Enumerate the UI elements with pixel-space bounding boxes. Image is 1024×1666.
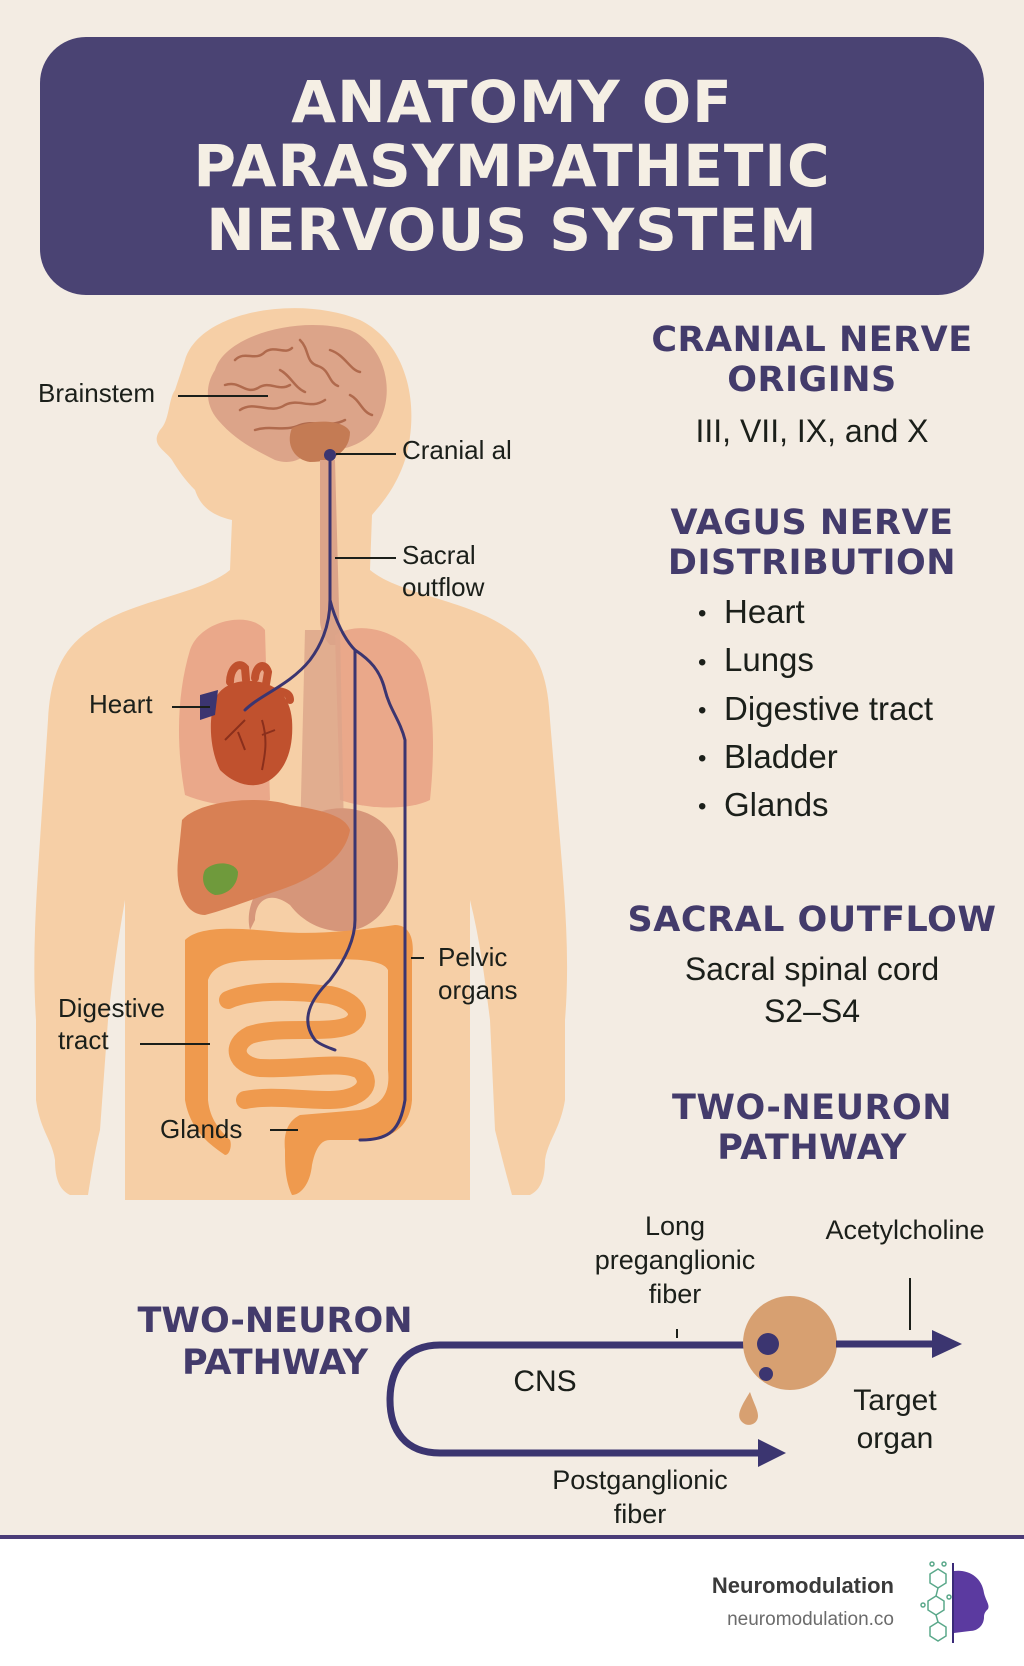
acetylcholine-label: Acetylcholine	[825, 1215, 985, 1245]
vagus-heading-line2: DISTRIBUTION	[667, 543, 957, 583]
brand-name: Neuromodulation	[711, 1573, 894, 1598]
bullet-icon: •	[698, 696, 707, 724]
preganglionic-line1: Long	[644, 1211, 706, 1241]
brand-url-link[interactable]: neuromodulation.co	[727, 1609, 894, 1630]
pathway-heading: TWO-NEURON PATHWAY	[137, 1301, 413, 1383]
bullet-icon: •	[698, 793, 707, 821]
label-sacral-line1: Sacral	[402, 540, 476, 570]
title-line-1: ANATOMY OF	[291, 68, 733, 136]
sacral-text-line1: Sacral spinal cord	[684, 951, 940, 987]
vagus-distribution-list: •Heart •Lungs •Digestive tract •Bladder …	[698, 589, 1024, 830]
list-item: •Glands	[698, 782, 1024, 830]
list-item: •Lungs	[698, 637, 1024, 685]
two-neuron-heading-line2: PATHWAY	[717, 1128, 907, 1168]
vagus-heading-line1: VAGUS NERVE	[670, 503, 954, 543]
label-cranial: Cranial al	[402, 435, 512, 465]
footer-divider	[0, 1535, 1024, 1539]
list-item: •Heart	[698, 589, 1024, 637]
vagus-nerve-section: VAGUS NERVE DISTRIBUTION •Heart •Lungs •…	[600, 503, 1024, 830]
title-banner: ANATOMY OF PARASYMPATHETIC NERVOUS SYSTE…	[40, 37, 984, 295]
cranial-text: III, VII, IX, and X	[695, 413, 929, 449]
two-neuron-diagram: CNS Long preganglionic fiber Acetylcholi…	[0, 1160, 1024, 1540]
anatomy-figure: Brainstem Cranial al Sacral outflow Hear…	[0, 300, 600, 1280]
label-pelvic-line2: organs	[438, 975, 518, 1005]
sacral-outflow-section: SACRAL OUTFLOW Sacral spinal cord S2–S4	[600, 900, 1024, 1032]
title-line-3: NERVOUS SYSTEM	[206, 196, 818, 264]
list-item: •Digestive tract	[698, 686, 1024, 734]
label-digestive-line2: tract	[58, 1025, 109, 1055]
bullet-icon: •	[698, 648, 707, 676]
sacral-heading: SACRAL OUTFLOW	[627, 900, 997, 940]
label-glands: Glands	[160, 1114, 243, 1144]
target-line1: Target	[853, 1384, 937, 1417]
bullet-icon: •	[698, 600, 707, 628]
two-neuron-heading-line1: TWO-NEURON	[671, 1088, 953, 1128]
label-sacral-line2: outflow	[402, 572, 485, 602]
label-digestive-line1: Digestive	[58, 993, 165, 1023]
two-neuron-section-right: TWO-NEURON PATHWAY	[600, 1088, 1024, 1168]
molecule-head-logo-icon	[920, 1561, 989, 1643]
postganglionic-line2: fiber	[613, 1499, 667, 1529]
target-line2: organ	[856, 1422, 934, 1455]
cranial-heading-line1: CRANIAL NERVE	[651, 320, 973, 360]
label-brainstem: Brainstem	[38, 378, 156, 408]
label-pelvic-line1: Pelvic	[438, 942, 508, 972]
preganglionic-line3: fiber	[648, 1279, 702, 1309]
label-heart: Heart	[89, 689, 153, 719]
preganglionic-line2: preganglionic	[594, 1245, 756, 1275]
cranial-heading-line2: ORIGINS	[727, 360, 897, 400]
bullet-icon: •	[698, 745, 707, 773]
cns-label: CNS	[513, 1365, 577, 1398]
title-line-2: PARASYMPATHETIC	[193, 132, 831, 200]
body-illustration-icon	[34, 308, 568, 1200]
sacral-text-line2: S2–S4	[763, 993, 861, 1029]
list-item: •Bladder	[698, 734, 1024, 782]
pathway-arrows-icon	[386, 1278, 962, 1467]
postganglionic-line1: Postganglionic	[552, 1465, 728, 1495]
cranial-nerve-section: CRANIAL NERVE ORIGINS III, VII, IX, and …	[600, 320, 1024, 452]
footer: Neuromodulation neuromodulation.co	[0, 1539, 1024, 1666]
